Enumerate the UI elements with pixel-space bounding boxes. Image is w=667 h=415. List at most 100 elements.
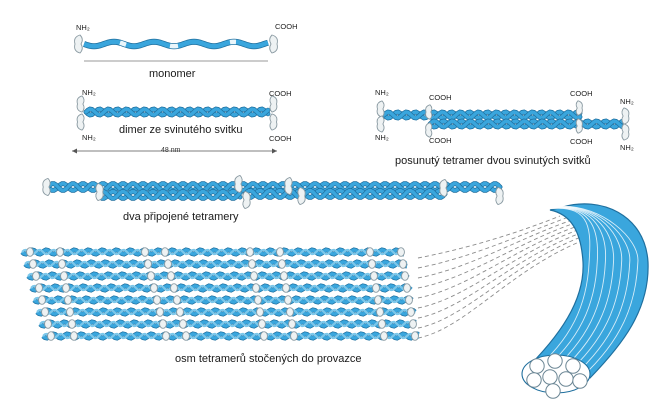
dimer-nh2-head-top — [76, 95, 85, 113]
rope-row-6-knob-3 — [156, 307, 164, 317]
rope-row-6-strand-b — [36, 308, 416, 316]
rope-row-2-knob-5 — [248, 259, 256, 269]
tetramer-coil-upper-strand-b — [382, 110, 582, 120]
rope-row-8-knob-6 — [290, 331, 298, 341]
tetramer-cooh-bottom-right-label: COOH — [570, 137, 593, 146]
joined-tetramers-illustration — [42, 174, 504, 210]
rope-row-7-knob-8 — [409, 319, 417, 329]
rope-row-1-knob-2 — [56, 247, 64, 257]
rope-row-3-knob-7 — [370, 271, 378, 281]
rope-row-6-knob-2 — [66, 307, 74, 317]
dimer-length-arrow-right — [272, 148, 277, 154]
cable-fiber-line-4 — [556, 207, 614, 376]
rope-row-5-knob-2 — [64, 295, 72, 305]
rope-row-8-knob-5 — [260, 331, 268, 341]
rope-row-6-knob-5 — [256, 307, 264, 317]
rope-row-2-knob-1 — [29, 259, 37, 269]
joined-coil-b2-strand-b — [243, 189, 447, 199]
rope-row-4-knob-3 — [150, 283, 158, 293]
joined-coil-a2-strand-b — [96, 190, 242, 200]
cable-fiber-line-3 — [547, 207, 606, 375]
tetramer-cooh-top-right-label: COOH — [570, 89, 593, 98]
rope-row-3-knob-8 — [401, 271, 409, 281]
joined-head-4 — [242, 190, 251, 210]
connector-dashes — [417, 215, 609, 339]
dimer-coil-strand-b — [84, 107, 270, 117]
dash-line-4 — [417, 221, 579, 289]
filament-cable-illustration — [521, 203, 649, 399]
tetramer-nh2-head-top — [376, 100, 385, 118]
rope-row-2-knob-4 — [164, 259, 172, 269]
cable-tetramer-section-1 — [529, 358, 545, 374]
dimer-length-arrow-left — [72, 148, 77, 154]
rope-row-3-knob-2 — [60, 271, 68, 281]
eight-tetramer-rope-illustration — [20, 247, 420, 341]
rope-row-4-knob-4 — [170, 283, 178, 293]
rope-row-1-knob-4 — [161, 247, 169, 257]
rope-row-5-knob-6 — [284, 295, 292, 305]
rope-row-4-strand-b — [30, 284, 412, 292]
rope-row-5-knob-1 — [38, 295, 46, 305]
dash-line-1 — [417, 215, 561, 259]
rope-row-4-knob-1 — [35, 283, 43, 293]
dash-line-5 — [417, 223, 585, 299]
rope-row-7-knob-5 — [258, 319, 266, 329]
tetramer-coil-lower-strand-b — [428, 119, 624, 129]
rope-row-2-knob-7 — [368, 259, 376, 269]
rope-row-4-knob-8 — [403, 283, 411, 293]
rope-row-8-knob-4 — [182, 331, 190, 341]
rope-row-7-knob-3 — [159, 319, 167, 329]
joined-coil-b1-strand-a — [288, 182, 502, 192]
rope-row-8-knob-2 — [70, 331, 78, 341]
rope-row-4-knob-7 — [372, 283, 380, 293]
rope-row-3-knob-6 — [280, 271, 288, 281]
rope-row-3-knob-4 — [167, 271, 175, 281]
joined-coil-a1-strand-b — [46, 182, 292, 192]
joined-coil-b1-strand-b — [288, 182, 502, 192]
tetramer-caption: posunutý tetramer dvou svinutých svitků — [395, 155, 591, 167]
joined-tetramers-caption: dva připojené tetramery — [123, 211, 239, 223]
joined-head-2 — [95, 182, 104, 202]
joined-head-6 — [297, 186, 306, 206]
rope-row-8-knob-1 — [47, 331, 55, 341]
cable-tetramer-section-3 — [565, 358, 581, 374]
rope-row-4-knob-6 — [282, 283, 290, 293]
tetramer-nh2-top-right-label: NH₂ — [620, 97, 634, 106]
rope-row-5-knob-8 — [405, 295, 413, 305]
joined-head-3 — [234, 174, 243, 194]
rope-row-1-knob-3 — [141, 247, 149, 257]
rope-row-5-knob-5 — [254, 295, 262, 305]
rope-row-6-knob-6 — [286, 307, 294, 317]
rope-row-3-knob-3 — [147, 271, 155, 281]
cable-tetramer-section-7 — [572, 373, 588, 389]
joined-head-5 — [284, 176, 293, 196]
rope-row-5-knob-7 — [374, 295, 382, 305]
cable-tetramer-section-4 — [526, 372, 542, 388]
dimer-cooh-head-bottom — [269, 113, 278, 131]
dimer-nh2-head-bottom — [76, 113, 85, 131]
rope-row-1-knob-7 — [366, 247, 374, 257]
monomer-nh2-label: NH₂ — [76, 23, 90, 32]
cable-fiber-line-7 — [561, 205, 639, 378]
cable-fiber-line-1 — [531, 207, 591, 374]
cable-tetramer-section-2 — [547, 353, 563, 369]
rope-row-1-knob-5 — [246, 247, 254, 257]
rope-row-7-knob-1 — [44, 319, 52, 329]
monomer-caption: monomer — [149, 68, 196, 80]
monomer-nh2-head — [74, 34, 83, 54]
rope-row-8-strand-b — [42, 332, 420, 340]
tetramer-nh2-head-bottom-right — [621, 123, 630, 141]
rope-row-5-strand-b — [33, 296, 413, 304]
tetramer-nh2-head-bottom — [376, 115, 385, 133]
rope-row-7-knob-2 — [68, 319, 76, 329]
rope-row-4-knob-5 — [252, 283, 260, 293]
dimer-illustration — [72, 95, 278, 154]
tetramer-nh2-bottom-label: NH₂ — [375, 133, 389, 142]
dash-line-9 — [417, 231, 609, 339]
rope-row-1-strand-b — [21, 248, 405, 256]
tetramer-cooh-top-left-label: COOH — [429, 93, 452, 102]
tetramer-cooh-head-top-right — [575, 100, 583, 116]
dash-line-2 — [417, 217, 567, 269]
